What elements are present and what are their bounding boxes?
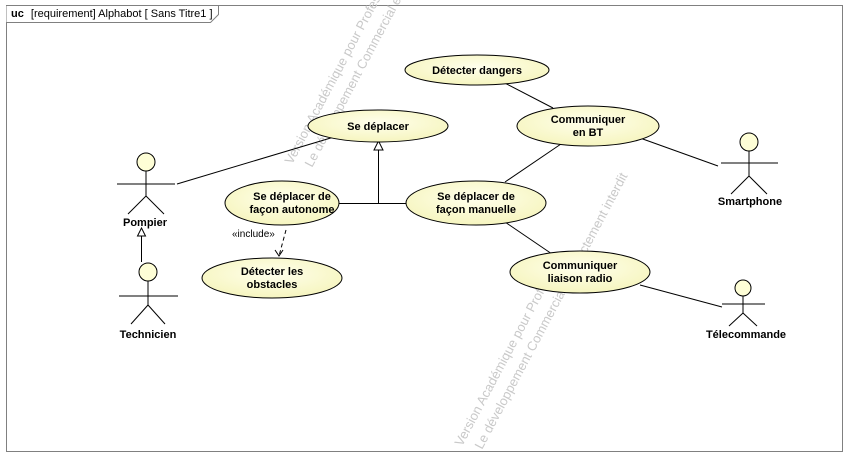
assoc-bt-manuelle bbox=[504, 143, 562, 183]
include-dependency bbox=[274, 229, 287, 257]
frame-tab bbox=[6, 5, 219, 23]
assoc-radio-telecommande bbox=[639, 284, 723, 308]
use-case-label: Détecter dangers bbox=[432, 65, 522, 77]
use-case-communiquer-radio[interactable]: Communiquer liaison radio bbox=[509, 250, 651, 294]
actor-name: Technicien bbox=[120, 329, 177, 341]
associations bbox=[176, 80, 723, 308]
use-case-obstacles[interactable]: Détecter les obstacles bbox=[201, 257, 343, 299]
use-case-label-line-1: Se déplacer de bbox=[437, 191, 515, 203]
include-stereotype: «include» bbox=[232, 229, 275, 240]
actor-smartphone[interactable] bbox=[721, 132, 778, 195]
use-case-label-line-2: obstacles bbox=[247, 279, 298, 291]
frame-title: [requirement] Alphabot [ Sans Titre1 ] bbox=[31, 8, 213, 20]
use-case-communiquer-bt[interactable]: Communiquer en BT bbox=[516, 105, 660, 147]
use-case-label-line-1: Communiquer bbox=[543, 260, 618, 272]
use-case-autonome[interactable]: Se déplacer de façon autonome bbox=[224, 180, 340, 226]
use-case-label-line-1: Se déplacer de bbox=[253, 191, 331, 203]
use-case-se-deplacer[interactable]: Se déplacer bbox=[307, 109, 449, 143]
actor-name: Télecommande bbox=[706, 329, 786, 341]
use-case-detecter-dangers[interactable]: Détecter dangers bbox=[404, 54, 550, 86]
actor-name: Smartphone bbox=[718, 196, 782, 208]
use-case-label-line-2: façon autonome bbox=[250, 204, 335, 216]
actor-telecommande[interactable] bbox=[722, 279, 765, 327]
actor-name: Pompier bbox=[123, 217, 168, 229]
generalization-actors bbox=[136, 226, 147, 262]
assoc-dangers-bt bbox=[500, 80, 554, 109]
use-case-label-line-2: façon manuelle bbox=[436, 204, 516, 216]
frame-kind: uc bbox=[11, 8, 24, 20]
actor-technicien[interactable] bbox=[119, 262, 178, 325]
assoc-pompier-deplacer bbox=[176, 136, 335, 185]
use-case-label-line-1: Détecter les bbox=[241, 266, 303, 278]
assoc-manuelle-radio bbox=[504, 221, 553, 255]
use-case-manuelle[interactable]: Se déplacer de façon manuelle bbox=[405, 180, 547, 226]
assoc-bt-smartphone bbox=[639, 137, 719, 167]
use-case-label-line-1: Communiquer bbox=[551, 114, 626, 126]
actor-pompier[interactable] bbox=[117, 152, 175, 215]
generalization-usecases bbox=[338, 139, 408, 204]
frame-label: uc [requirement] Alphabot [ Sans Titre1 … bbox=[11, 8, 213, 20]
use-case-label-line-2: en BT bbox=[573, 127, 604, 139]
use-case-label-line-2: liaison radio bbox=[548, 273, 613, 285]
use-case-label: Se déplacer bbox=[347, 121, 409, 133]
